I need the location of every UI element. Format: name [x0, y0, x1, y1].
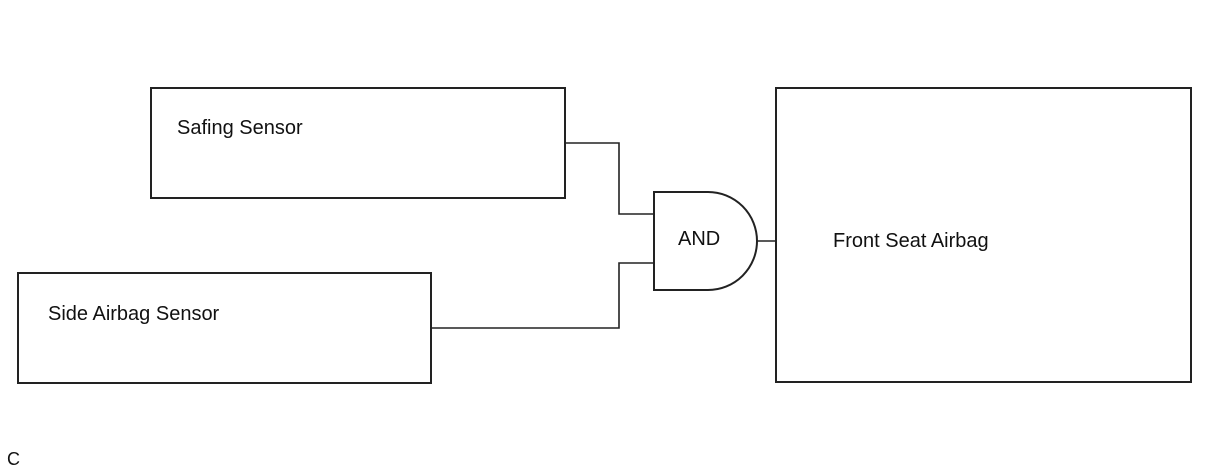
and-gate-label: AND: [678, 228, 720, 250]
safing-sensor-box: [150, 87, 566, 199]
wire-side-to-and: [431, 262, 654, 329]
safing-sensor-label: Safing Sensor: [177, 117, 303, 139]
figure-code-label: C: [7, 449, 20, 469]
and-gate-node: AND: [653, 191, 758, 291]
wire-safing-to-and: [565, 142, 654, 215]
front-seat-airbag-box: [775, 87, 1192, 383]
front-seat-airbag-node: Front Seat Airbag: [775, 87, 1192, 383]
side-airbag-sensor-node: Side Airbag Sensor: [17, 272, 432, 384]
safing-sensor-node: Safing Sensor: [150, 87, 566, 199]
front-seat-airbag-label: Front Seat Airbag: [833, 230, 989, 252]
side-airbag-sensor-label: Side Airbag Sensor: [48, 303, 220, 325]
side-airbag-sensor-box: [17, 272, 432, 384]
and-gate-shape: [653, 191, 758, 291]
